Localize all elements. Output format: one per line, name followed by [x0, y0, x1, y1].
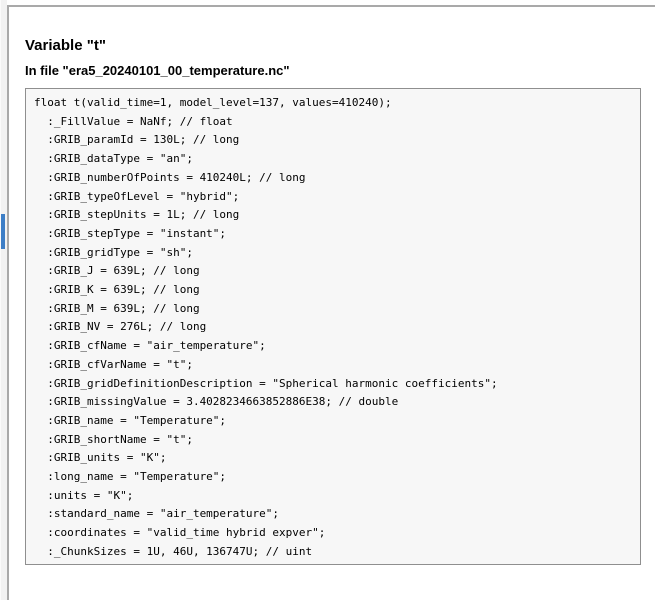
variable-metadata-box: float t(valid_time=1, model_level=137, v… [25, 88, 641, 565]
frame-divider-vertical [7, 5, 9, 600]
code-line: :_ChunkSizes = 1U, 46U, 136747U; // uint [34, 544, 313, 558]
left-scrollbar-thumb[interactable] [1, 214, 5, 249]
code-line: :units = "K"; [34, 488, 134, 502]
code-line: :GRIB_typeOfLevel = "hybrid"; [34, 189, 240, 203]
code-line: :GRIB_stepType = "instant"; [34, 226, 227, 240]
code-line: :GRIB_numberOfPoints = 410240L; // long [34, 170, 306, 184]
code-line: :GRIB_paramId = 130L; // long [34, 133, 240, 147]
code-line: :GRIB_J = 639L; // long [34, 264, 200, 278]
code-line: :standard_name = "air_temperature"; [34, 507, 280, 521]
content-pane: Variable "t" In file "era5_20240101_00_t… [9, 7, 655, 600]
frame-border-top [7, 5, 655, 7]
code-line: :GRIB_gridDefinitionDescription = "Spher… [34, 376, 498, 390]
code-line: :coordinates = "valid_time hybrid expver… [34, 526, 326, 540]
code-line: :GRIB_units = "K"; [34, 451, 167, 465]
code-line: :GRIB_stepUnits = 1L; // long [34, 208, 240, 222]
code-line: :long_name = "Temperature"; [34, 470, 227, 484]
code-line: :GRIB_K = 639L; // long [34, 283, 200, 297]
code-line: :GRIB_dataType = "an"; [34, 152, 193, 166]
code-line: :GRIB_cfVarName = "t"; [34, 357, 193, 371]
left-scrollbar-track[interactable] [0, 0, 7, 600]
code-line: :GRIB_M = 639L; // long [34, 301, 200, 315]
page-title: Variable "t" [25, 37, 106, 54]
code-line: :GRIB_missingValue = 3.4028234663852886E… [34, 395, 399, 409]
code-line: :GRIB_name = "Temperature"; [34, 413, 227, 427]
code-line: :_FillValue = NaNf; // float [34, 114, 233, 128]
file-subtitle: In file "era5_20240101_00_temperature.nc… [25, 63, 290, 78]
code-line: float t(valid_time=1, model_level=137, v… [34, 96, 392, 109]
code-line: :GRIB_cfName = "air_temperature"; [34, 339, 266, 353]
code-line: :GRIB_NV = 276L; // long [34, 320, 207, 334]
code-line: :GRIB_shortName = "t"; [34, 432, 193, 446]
code-line: :GRIB_gridType = "sh"; [34, 245, 193, 259]
